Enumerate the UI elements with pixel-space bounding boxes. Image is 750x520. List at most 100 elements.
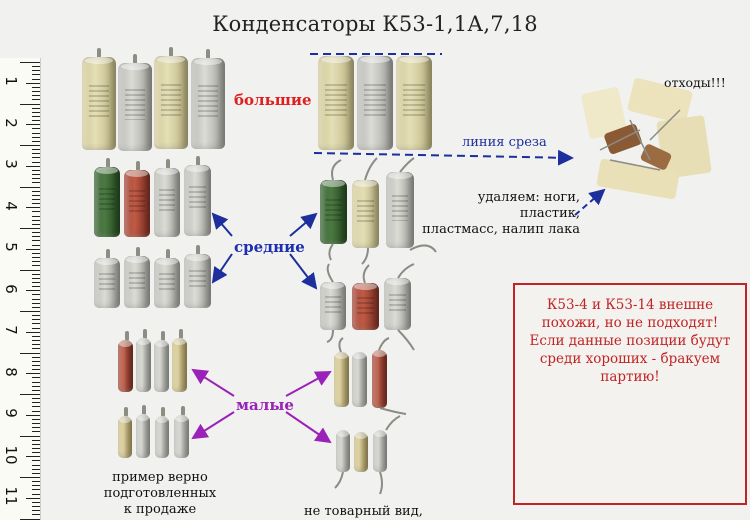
ruler-tick: [32, 493, 40, 495]
ruler-tick: [32, 356, 40, 358]
capacitor-medium: [386, 172, 414, 248]
arrow-medium-lu: [211, 212, 233, 237]
capacitor-medium: [184, 245, 211, 308]
arrow-medium-rd: [289, 253, 318, 290]
ruler-tick: [26, 373, 40, 375]
ruler-tick: [32, 306, 40, 308]
ruler-tick: [32, 489, 40, 491]
capacitor-medium: [320, 180, 347, 244]
label-medium: средние: [234, 238, 305, 256]
ruler-tick: [32, 111, 40, 113]
ruler-tick: [32, 277, 40, 279]
ruler-tick: [32, 315, 40, 317]
capacitor-small: [154, 331, 169, 392]
label-large: большие: [234, 91, 312, 109]
warning-frame: [513, 283, 747, 505]
ruler-tick: [20, 186, 40, 188]
ruler-tick: [32, 74, 40, 76]
ruler-tick: [32, 431, 40, 433]
ruler-tick: [32, 99, 40, 101]
remove-note: удаляем: ноги, пластик, пластмасс, налип…: [420, 190, 580, 238]
ruler-tick: [32, 86, 40, 88]
ruler-tick: [32, 169, 40, 171]
ruler-tick: [26, 248, 40, 250]
ruler-tick: [32, 203, 40, 205]
ruler-tick: [32, 194, 40, 196]
ruler-tick: [26, 497, 40, 499]
ruler-tick: [20, 311, 40, 312]
ruler-tick: [32, 223, 40, 225]
capacitor-small: [352, 352, 367, 407]
ruler-tick: [32, 140, 40, 142]
capacitor-medium: [352, 180, 379, 248]
page-title: Конденсаторы К53-1,1А,7,18: [212, 12, 538, 36]
capacitor-large: [396, 56, 432, 150]
ruler-tick: [32, 402, 40, 404]
label-waste: отходы!!!: [664, 75, 726, 90]
ruler-tick: [20, 103, 40, 105]
ruler-tick: [32, 190, 40, 192]
capacitor-medium: [320, 282, 346, 330]
ruler-tick: [26, 456, 40, 458]
ruler-tick: [32, 157, 40, 159]
capacitor-small: [118, 407, 132, 458]
ruler-tick: [32, 149, 40, 151]
ruler-tick: [26, 331, 40, 333]
ruler-tick: [32, 452, 40, 454]
good-example-caption: пример верно подготовленных к продаже: [100, 470, 220, 518]
warning-text: К53-4 и К53-14 внешне похожи, но не подх…: [513, 296, 747, 386]
capacitor-small: [136, 329, 151, 392]
ruler-tick: [20, 477, 40, 478]
waste-wires: [599, 109, 681, 171]
warning-line: похожи, но не подходят!: [541, 315, 719, 331]
ruler-tick: [32, 464, 40, 466]
arrow-small-rd: [285, 411, 332, 444]
ruler-tick: [32, 514, 40, 516]
capacitor-small: [174, 406, 189, 458]
ruler-tick: [32, 273, 40, 275]
remove-note-line: удаляем: ноги, пластик,: [477, 190, 580, 221]
ruler-tick: [20, 269, 40, 271]
capacitor-large: [357, 56, 393, 150]
ruler-tick: [20, 518, 40, 520]
remove-note-line: пластмасс, налип лака: [422, 222, 580, 237]
ruler-tick: [32, 261, 40, 263]
ruler-tick: [26, 165, 40, 167]
ruler-tick: [32, 360, 40, 362]
capacitor-medium: [184, 156, 211, 236]
ruler-tick: [32, 211, 40, 213]
capacitor-large: [318, 56, 354, 150]
capacitor-medium: [352, 283, 379, 330]
good-caption-line: подготовленных: [103, 486, 217, 501]
ruler-tick: [32, 298, 40, 300]
capacitor-small: [118, 331, 133, 392]
ruler-tick: [20, 62, 40, 63]
capacitor-small: [372, 350, 387, 408]
arrow-small-ld: [191, 411, 235, 440]
arrow-medium-ru: [289, 212, 318, 237]
ruler-tick: [32, 406, 40, 408]
ruler-tick: [32, 232, 40, 234]
ruler-tick: [32, 323, 40, 325]
ruler-tick: [32, 136, 40, 138]
arrow-medium-ld: [211, 253, 233, 284]
capacitor-small: [336, 430, 350, 472]
ruler-tick: [32, 381, 40, 383]
ruler-tick: [32, 348, 40, 350]
capacitor-small: [155, 407, 169, 458]
ruler-tick: [32, 178, 40, 180]
capacitor-large: [118, 54, 152, 151]
arrow-to-waste: [574, 188, 606, 216]
capacitor-large: [82, 48, 116, 150]
warning-line: Если данные позиции будут: [529, 333, 731, 349]
ruler-tick: [32, 481, 40, 483]
ruler-tick: [32, 294, 40, 296]
ruler-tick: [32, 344, 40, 346]
capacitor-large: [191, 49, 225, 149]
ruler-tick: [32, 244, 40, 246]
ruler-tick: [32, 460, 40, 462]
ruler-tick: [26, 207, 40, 209]
ruler-tick: [32, 423, 40, 425]
ruler-tick: [20, 394, 40, 395]
